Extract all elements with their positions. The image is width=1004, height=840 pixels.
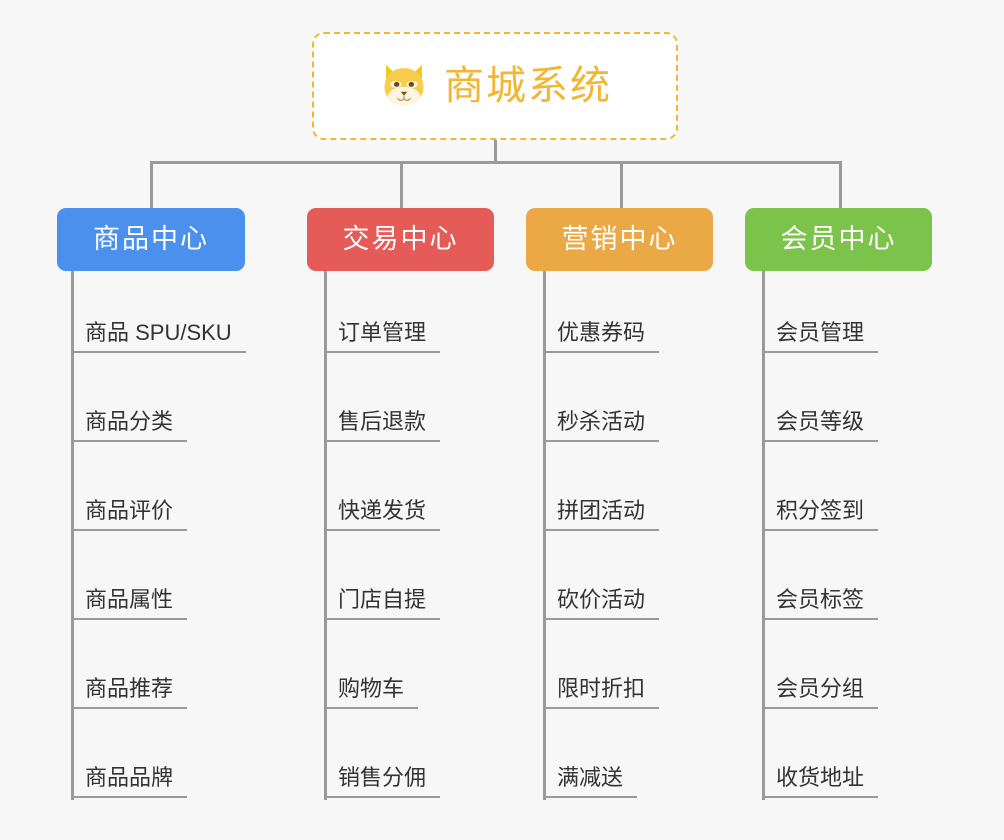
connector-root-stem — [494, 140, 497, 163]
leaf-item[interactable]: 收货地址 — [762, 716, 879, 798]
leaf-trunk-1 — [71, 271, 74, 800]
branch-label-2: 交易中心 — [342, 224, 459, 254]
connector-drop-1 — [150, 161, 153, 208]
leaf-item[interactable]: 快递发货 — [324, 449, 441, 531]
leaf-item[interactable]: 限时折扣 — [543, 627, 660, 709]
leaf-item[interactable]: 会员管理 — [762, 271, 879, 353]
connector-drop-4 — [839, 161, 842, 208]
leaf-item-label: 商品推荐 — [85, 675, 174, 701]
connector-drop-3 — [620, 161, 623, 208]
branch-label-3: 营销中心 — [561, 224, 678, 254]
leaf-item-label: 会员分组 — [776, 675, 865, 701]
branch-label-4: 会员中心 — [780, 224, 897, 254]
leaf-item-label: 积分签到 — [776, 497, 865, 523]
root-title: 商城系统 — [444, 64, 612, 108]
leaf-item[interactable]: 拼团活动 — [543, 449, 660, 531]
leaf-item[interactable]: 商品评价 — [71, 449, 188, 531]
leaf-item[interactable]: 售后退款 — [324, 360, 441, 442]
leaf-item[interactable]: 商品推荐 — [71, 627, 188, 709]
leaf-item-label: 购物车 — [338, 675, 405, 701]
leaf-item[interactable]: 门店自提 — [324, 538, 441, 620]
leaf-item[interactable]: 购物车 — [324, 627, 419, 709]
connector-drop-2 — [400, 161, 403, 208]
leaf-item[interactable]: 秒杀活动 — [543, 360, 660, 442]
connector-horizontal-bus — [150, 161, 842, 164]
branch-box-3[interactable]: 营销中心 — [526, 208, 713, 271]
leaf-item-label: 商品 SPU/SKU — [85, 319, 232, 345]
leaf-item[interactable]: 商品品牌 — [71, 716, 188, 798]
leaf-item-label: 收货地址 — [776, 764, 865, 790]
leaf-item[interactable]: 积分签到 — [762, 449, 879, 531]
leaf-item-label: 售后退款 — [338, 408, 427, 434]
branch-box-2[interactable]: 交易中心 — [307, 208, 494, 271]
leaf-item-label: 商品分类 — [85, 408, 174, 434]
leaf-item-label: 秒杀活动 — [557, 408, 646, 434]
leaf-item-label: 快递发货 — [338, 497, 427, 523]
leaf-trunk-4 — [762, 271, 765, 800]
leaf-item[interactable]: 会员分组 — [762, 627, 879, 709]
leaf-trunk-3 — [543, 271, 546, 800]
leaf-item[interactable]: 会员标签 — [762, 538, 879, 620]
leaf-item[interactable]: 商品分类 — [71, 360, 188, 442]
leaf-item-label: 门店自提 — [338, 586, 427, 612]
leaf-item-label: 砍价活动 — [557, 586, 646, 612]
leaf-item-label: 商品属性 — [85, 586, 174, 612]
leaf-item-label: 商品评价 — [85, 497, 174, 523]
leaf-item[interactable]: 优惠券码 — [543, 271, 660, 353]
leaf-item-label: 优惠券码 — [557, 319, 646, 345]
leaf-item[interactable]: 满减送 — [543, 716, 638, 798]
branch-box-1[interactable]: 商品中心 — [57, 208, 245, 271]
leaf-item-label: 满减送 — [557, 764, 624, 790]
leaf-item[interactable]: 商品属性 — [71, 538, 188, 620]
leaf-item[interactable]: 订单管理 — [324, 271, 441, 353]
leaf-item-label: 会员标签 — [776, 586, 865, 612]
root-node-mall-system[interactable]: 商城系统 — [312, 32, 678, 140]
branch-box-4[interactable]: 会员中心 — [745, 208, 932, 271]
leaf-item-label: 销售分佣 — [338, 764, 427, 790]
leaf-item-label: 会员等级 — [776, 408, 865, 434]
leaf-item-label: 拼团活动 — [557, 497, 646, 523]
leaf-item[interactable]: 销售分佣 — [324, 716, 441, 798]
shiba-dog-face-icon — [384, 64, 424, 106]
leaf-item-label: 会员管理 — [776, 319, 865, 345]
branch-label-1: 商品中心 — [93, 224, 209, 254]
leaf-item[interactable]: 砍价活动 — [543, 538, 660, 620]
leaf-item-label: 限时折扣 — [557, 675, 646, 701]
leaf-item-label: 订单管理 — [338, 319, 427, 345]
leaf-item-label: 商品品牌 — [85, 764, 174, 790]
leaf-item[interactable]: 商品 SPU/SKU — [71, 271, 246, 353]
leaf-trunk-2 — [324, 271, 327, 800]
leaf-item[interactable]: 会员等级 — [762, 360, 879, 442]
